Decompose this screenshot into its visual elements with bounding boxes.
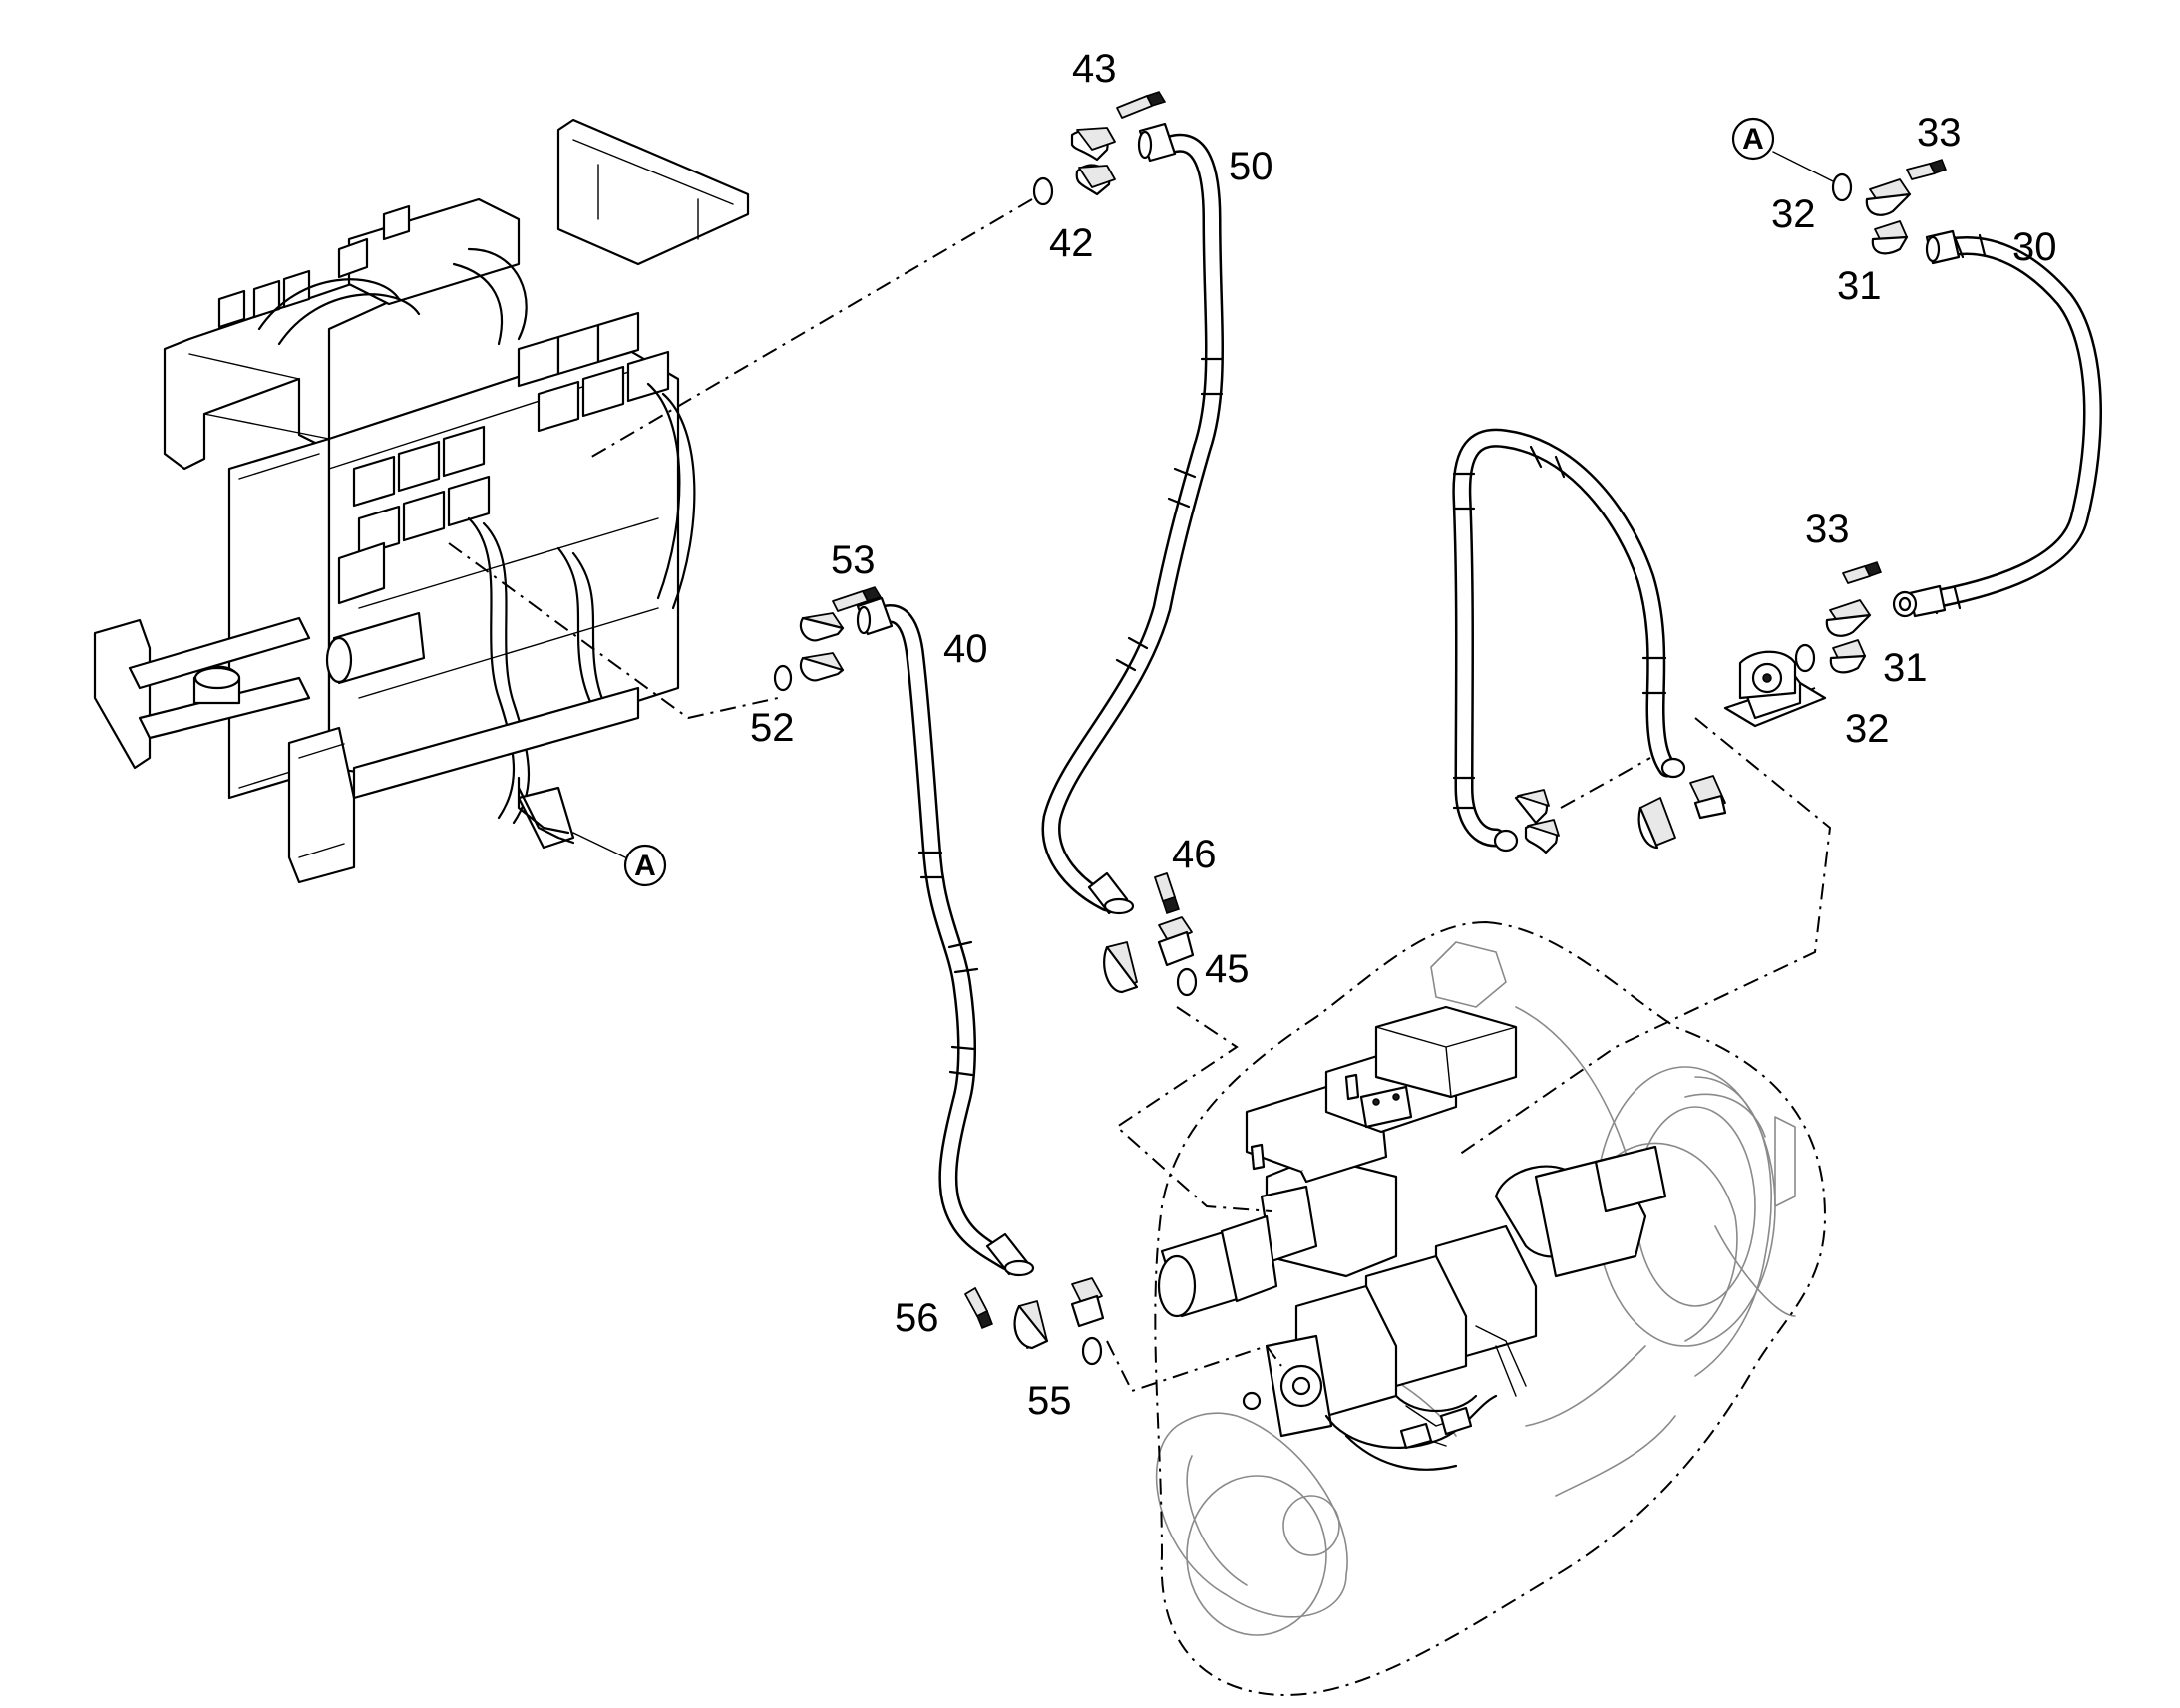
pump-engine-assembly (1155, 941, 1796, 1636)
callout-53: 53 (831, 538, 876, 582)
callout-55: 55 (1027, 1379, 1072, 1423)
callout-45: 45 (1205, 947, 1250, 991)
callout-56: 56 (895, 1296, 939, 1340)
callout-32-bottom: 32 (1845, 707, 1890, 751)
callout-52: 52 (750, 706, 795, 750)
callout-labels: 43 50 42 33 32 30 31 33 31 32 53 40 52 4… (750, 47, 2057, 1423)
callout-42: 42 (1049, 221, 1094, 265)
callout-30: 30 (2012, 225, 2057, 269)
pump-phantom-outline (1154, 920, 1827, 1697)
callout-leaders (572, 151, 1834, 858)
callout-33-bottom: 33 (1805, 508, 1850, 551)
callout-33-top: 33 (1917, 111, 1962, 155)
callout-31-top: 31 (1837, 264, 1882, 308)
port-flange-block (1723, 650, 1827, 728)
reference-label: A (634, 850, 656, 882)
hose-50 (1041, 122, 1224, 915)
reference-marker-a-top: A (1731, 117, 1775, 161)
callout-50: 50 (1229, 145, 1273, 188)
callout-43: 43 (1072, 47, 1117, 91)
callout-46: 46 (1172, 833, 1217, 876)
hose-30 (1892, 229, 2103, 618)
fittings (773, 91, 1947, 1366)
hose-40 (856, 596, 1035, 1277)
callout-31-bottom: 31 (1883, 646, 1928, 690)
callout-40: 40 (943, 627, 988, 671)
reference-marker-a-bottom: A (623, 844, 667, 887)
reference-label: A (1742, 123, 1764, 156)
frame-valve-assembly (93, 118, 750, 884)
hose-assembly-pump-port (1452, 428, 1686, 853)
callout-32-top: 32 (1771, 192, 1816, 236)
